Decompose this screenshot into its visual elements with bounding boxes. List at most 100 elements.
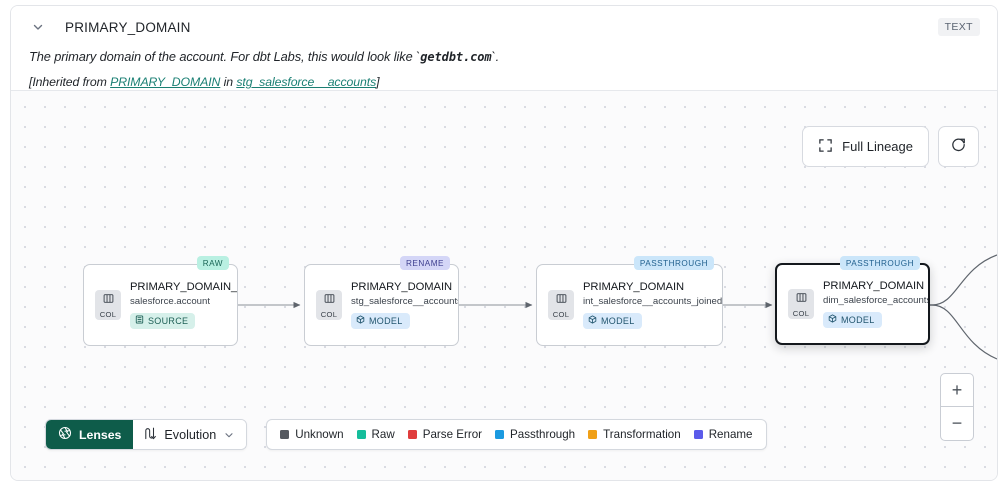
chevron-down-icon <box>223 429 235 441</box>
node-body: PRIMARY_DOMAIN dim_salesforce_accounts M… <box>814 280 928 329</box>
evolution-icon <box>143 426 157 444</box>
cube-icon <box>588 315 597 326</box>
node-body: PRIMARY_DOMAIN int_salesforce__accounts_… <box>574 281 722 330</box>
node-subtitle: int_salesforce__accounts_joined <box>583 295 722 307</box>
zoom-controls: + − <box>940 373 974 441</box>
legend-label: Parse Error <box>422 428 483 441</box>
lineage-node-int-salesforce-accounts-joined[interactable]: PASSTHROUGH COL PRIMARY_DOMAIN int_sales… <box>536 256 723 346</box>
cube-icon <box>356 315 365 326</box>
lineage-node-stg-salesforce-accounts[interactable]: RENAME COL PRIMARY_DOMAIN stg_salesforce… <box>304 256 459 346</box>
node-badge-model: MODEL <box>583 312 642 329</box>
lineage-node-primary-domain-c[interactable]: RAW COL PRIMARY_DOMAIN__C salesforce.acc… <box>83 256 238 346</box>
legend-item-passthrough: Passthrough <box>495 428 575 441</box>
node-subtitle: dim_salesforce_accounts <box>823 294 928 306</box>
columns-icon <box>796 290 807 308</box>
refresh-button[interactable] <box>938 126 979 167</box>
lineage-legend: Unknown Raw Parse Error Passthrough <box>266 419 767 450</box>
node-tag-passthrough: PASSTHROUGH <box>633 256 714 270</box>
columns-icon <box>324 291 335 309</box>
full-lineage-button[interactable]: Full Lineage <box>802 126 929 167</box>
node-name: PRIMARY_DOMAIN__C <box>130 280 237 293</box>
legend-swatch <box>693 430 703 439</box>
node-badge-label: MODEL <box>841 314 875 325</box>
column-chip-label: COL <box>99 310 117 319</box>
node-name: PRIMARY_DOMAIN <box>583 280 685 293</box>
node-badge-source: SOURCE <box>130 312 196 329</box>
node-badge-label: SOURCE <box>148 315 189 326</box>
legend-item-raw: Raw <box>356 428 395 441</box>
description-code: getdbt.com <box>420 50 492 64</box>
type-badge: TEXT <box>937 18 980 36</box>
column-chip-label: COL <box>552 310 570 319</box>
legend-label: Passthrough <box>510 428 576 441</box>
lineage-edges <box>238 254 997 360</box>
node-tag-passthrough: PASSTHROUGH <box>839 256 920 270</box>
legend-swatch <box>280 430 290 439</box>
columns-icon <box>103 291 114 309</box>
zoom-out-button[interactable]: − <box>951 413 963 433</box>
lineage-node-dim-salesforce-accounts[interactable]: PASSTHROUGH COL PRIMARY_DOMAIN dim_sales… <box>775 256 930 345</box>
evolution-label: Evolution <box>164 427 217 442</box>
column-detail-card: PRIMARY_DOMAIN TEXT The primary domain o… <box>10 5 998 481</box>
column-chip: COL <box>316 290 342 320</box>
column-description: The primary domain of the account. For d… <box>29 49 979 65</box>
node-name: PRIMARY_DOMAIN <box>351 280 453 293</box>
lineage-graph: RAW COL PRIMARY_DOMAIN__C salesforce.acc… <box>11 91 997 480</box>
inherited-model-link[interactable]: stg_salesforce__accounts <box>236 75 377 89</box>
zoom-in-button[interactable]: + <box>941 374 973 407</box>
edge-out-upper <box>922 254 997 306</box>
legend-item-rename: Rename <box>693 428 753 441</box>
legend-swatch <box>407 430 417 439</box>
inherited-suffix: ] <box>376 75 380 89</box>
lenses-evolution-segment: Lenses Evolution <box>45 419 248 450</box>
column-chip: COL <box>548 290 574 320</box>
lenses-button[interactable]: Lenses <box>46 420 134 449</box>
page-title: PRIMARY_DOMAIN <box>65 19 191 35</box>
refresh-icon <box>950 136 967 158</box>
columns-icon <box>556 291 567 309</box>
inherited-column-link[interactable]: PRIMARY_DOMAIN <box>110 75 221 89</box>
canvas-toolbar: Lenses Evolution U <box>45 419 767 450</box>
legend-swatch <box>356 430 366 439</box>
description-pre: The primary domain of the account. For d… <box>29 49 421 64</box>
legend-label: Unknown <box>295 428 344 441</box>
full-lineage-label: Full Lineage <box>842 139 913 154</box>
column-chip: COL <box>95 290 121 320</box>
column-header: PRIMARY_DOMAIN TEXT The primary domain o… <box>11 6 997 90</box>
lenses-label: Lenses <box>79 427 122 442</box>
description-post: `. <box>491 49 500 64</box>
node-body: PRIMARY_DOMAIN stg_salesforce__accounts … <box>342 281 458 330</box>
column-chip-label: COL <box>320 310 338 319</box>
expand-corners-icon <box>818 138 833 156</box>
node-body: PRIMARY_DOMAIN__C salesforce.account SOU… <box>121 281 237 330</box>
title-row: PRIMARY_DOMAIN <box>29 17 979 37</box>
legend-item-parse-error: Parse Error <box>407 428 483 441</box>
column-chip-label: COL <box>792 309 810 318</box>
edge-out-lower <box>922 304 997 360</box>
legend-swatch <box>495 430 505 439</box>
lineage-canvas[interactable]: Full Lineage + − <box>11 90 997 480</box>
node-tag-raw: RAW <box>196 256 229 270</box>
inherited-from-note: [Inherited from PRIMARY_DOMAIN in stg_sa… <box>29 75 979 89</box>
evolution-dropdown[interactable]: Evolution <box>133 420 247 449</box>
chevron-down-icon[interactable] <box>29 18 47 36</box>
node-subtitle: salesforce.account <box>130 295 210 307</box>
inherited-middle: in <box>220 75 237 89</box>
legend-label: Raw <box>371 428 395 441</box>
node-badge-label: MODEL <box>369 315 403 326</box>
database-icon <box>135 315 144 326</box>
legend-item-transformation: Transformation <box>588 428 681 441</box>
inherited-prefix: [Inherited from <box>29 75 111 89</box>
canvas-controls: Full Lineage <box>802 126 979 167</box>
node-subtitle: stg_salesforce__accounts <box>351 295 458 307</box>
node-badge-model: MODEL <box>351 312 410 329</box>
legend-swatch <box>588 430 598 439</box>
node-badge-label: MODEL <box>601 315 635 326</box>
legend-item-unknown: Unknown <box>280 428 344 441</box>
node-tag-rename: RENAME <box>399 256 450 270</box>
column-chip: COL <box>788 289 814 319</box>
legend-label: Transformation <box>603 428 681 441</box>
node-badge-model: MODEL <box>823 311 882 328</box>
cube-icon <box>828 314 837 325</box>
